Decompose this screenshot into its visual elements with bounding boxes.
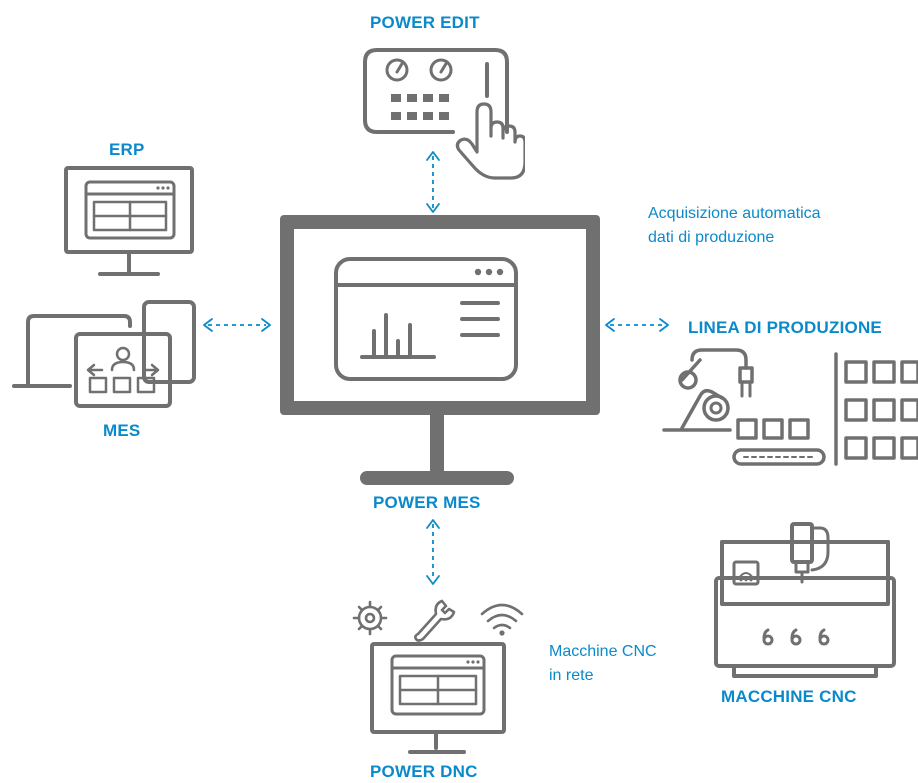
cnc-rete-note-line1: Macchine CNC bbox=[549, 643, 657, 660]
acquisizione-note-line2: dati di produzione bbox=[648, 229, 775, 246]
power-dnc-icon bbox=[352, 599, 524, 754]
connector-power-dnc bbox=[426, 519, 440, 585]
power-mes-monitor-icon bbox=[280, 215, 600, 485]
erp-monitor-icon bbox=[64, 166, 194, 276]
wrench-icon bbox=[414, 599, 456, 642]
team-icon bbox=[86, 346, 160, 394]
cnc-machine-icon bbox=[714, 522, 896, 678]
connector-linea bbox=[605, 318, 669, 332]
power-edit-title: POWER EDIT bbox=[370, 13, 480, 32]
connector-power-edit bbox=[426, 151, 440, 213]
mes-devices-icon bbox=[12, 300, 196, 408]
mes-title: MES bbox=[103, 421, 141, 440]
connector-mes bbox=[203, 318, 271, 332]
acquisizione-note: Acquisizione automatica dati di produzio… bbox=[648, 202, 821, 250]
macchine-cnc-title: MACCHINE CNC bbox=[721, 687, 857, 706]
bar-chart-icon bbox=[360, 313, 436, 359]
acquisizione-note-line1: Acquisizione automatica bbox=[648, 205, 821, 222]
power-mes-title: POWER MES bbox=[373, 493, 481, 512]
conveyor-icon bbox=[732, 418, 826, 466]
laptop-icon bbox=[12, 314, 132, 388]
erp-title: ERP bbox=[109, 140, 145, 159]
control-panel-icon bbox=[363, 48, 525, 180]
linea-produzione-title: LINEA DI PRODUZIONE bbox=[688, 318, 882, 337]
gear-icon bbox=[352, 600, 388, 636]
storage-rack-icon bbox=[834, 352, 918, 466]
power-dnc-title: POWER DNC bbox=[370, 762, 478, 781]
cnc-rete-note: Macchine CNC in rete bbox=[549, 640, 657, 688]
wifi-icon bbox=[480, 603, 524, 636]
hand-pointer-icon bbox=[455, 102, 525, 180]
production-line-icon bbox=[662, 348, 918, 466]
cnc-rete-note-line2: in rete bbox=[549, 667, 594, 684]
robot-arm-icon bbox=[662, 348, 754, 432]
